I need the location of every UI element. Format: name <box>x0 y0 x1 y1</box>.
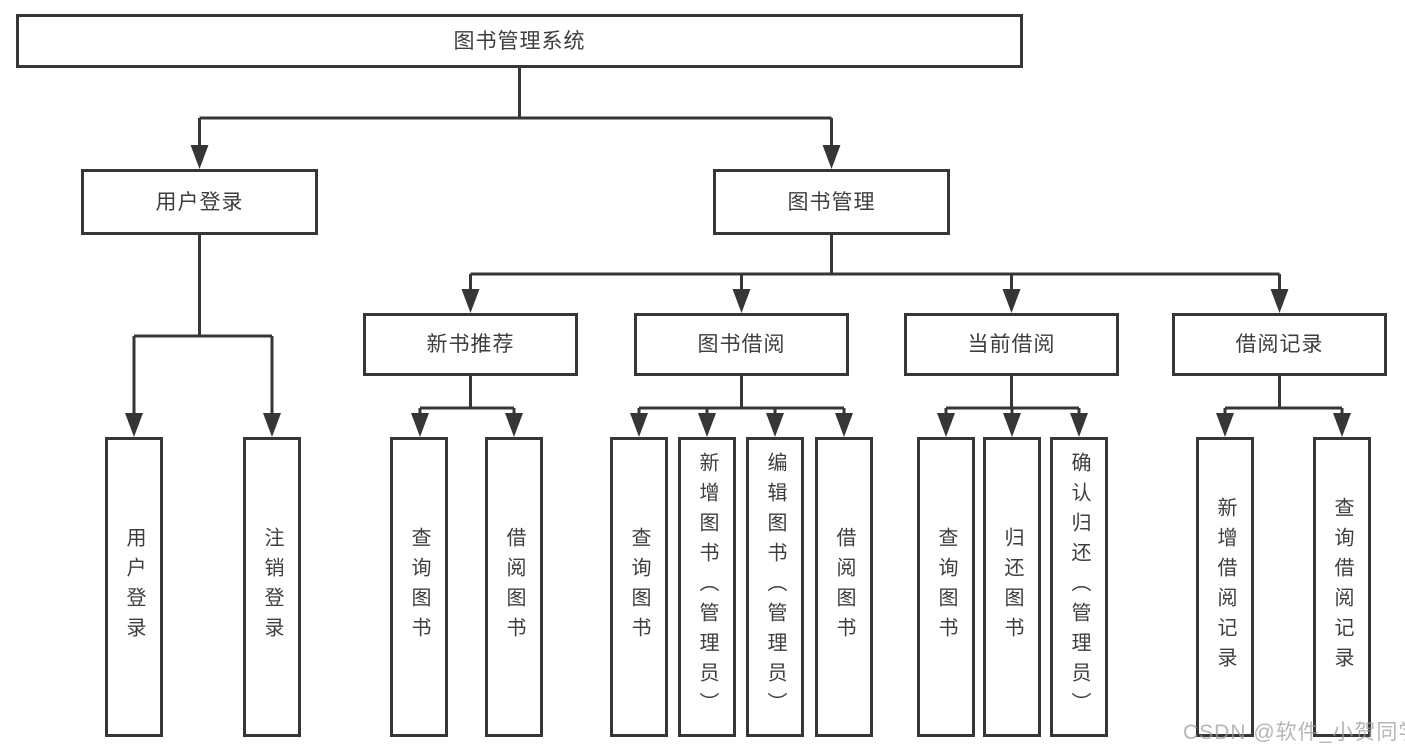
arrowhead-icon <box>263 413 281 437</box>
node-label: 新书推荐 <box>426 333 515 356</box>
node-label: 确认归还（管理员） <box>1068 452 1090 722</box>
arrowhead-icon <box>505 413 523 437</box>
node-label: 查询图书 <box>628 527 650 647</box>
connector-line <box>637 376 846 416</box>
node-label: 新增图书（管理员） <box>696 452 718 722</box>
node-label: 查询借阅记录 <box>1331 497 1353 677</box>
arrowhead-icon <box>698 413 716 437</box>
node-book-management: 图书管理 <box>713 169 950 235</box>
node-label: 当前借阅 <box>967 333 1056 356</box>
node-label: 借阅图书 <box>503 527 525 647</box>
node-leaf-logout: 注销登录 <box>243 437 301 737</box>
node-leaf-add-books-admin: 新增图书（管理员） <box>678 437 736 737</box>
arrowhead-icon <box>732 289 751 313</box>
arrowhead-icon <box>1216 413 1234 437</box>
node-new-book-recommend: 新书推荐 <box>363 313 578 376</box>
node-label: 查询图书 <box>935 527 957 647</box>
connector-line <box>469 235 1281 292</box>
node-leaf-confirm-return-admin: 确认归还（管理员） <box>1050 437 1108 737</box>
arrowhead-icon <box>630 413 648 437</box>
node-leaf-recommend-borrow-books: 借阅图书 <box>485 437 543 737</box>
arrowhead-icon <box>190 145 209 169</box>
arrowhead-icon <box>125 413 143 437</box>
arrowhead-icon <box>1002 289 1021 313</box>
node-label: 归还图书 <box>1001 527 1023 647</box>
node-leaf-borrow-books: 借阅图书 <box>815 437 873 737</box>
arrowhead-icon <box>822 145 841 169</box>
node-label: 借阅记录 <box>1235 333 1324 356</box>
node-user-login: 用户登录 <box>81 169 318 235</box>
node-label: 借阅图书 <box>833 527 855 647</box>
node-label: 图书借阅 <box>697 333 786 356</box>
node-library-system: 图书管理系统 <box>16 14 1023 68</box>
connector-line <box>418 376 516 416</box>
arrowhead-icon <box>1003 413 1021 437</box>
node-label: 用户登录 <box>123 527 145 647</box>
arrowhead-icon <box>1270 289 1289 313</box>
arrowhead-icon <box>766 413 784 437</box>
node-label: 图书管理系统 <box>453 29 586 53</box>
node-borrow-records: 借阅记录 <box>1172 313 1387 376</box>
node-leaf-recommend-query-books: 查询图书 <box>390 437 448 737</box>
arrowhead-icon <box>835 413 853 437</box>
node-label: 查询图书 <box>408 527 430 647</box>
watermark: CSDN @软件_小贺同学 <box>1183 721 1405 744</box>
arrowhead-icon <box>1070 413 1088 437</box>
node-current-borrow: 当前借阅 <box>904 313 1119 376</box>
node-label: 注销登录 <box>261 527 283 647</box>
arrowhead-icon <box>411 413 429 437</box>
connector-line <box>944 376 1081 416</box>
node-leaf-user-login: 用户登录 <box>105 437 163 737</box>
node-label: 新增借阅记录 <box>1214 497 1236 677</box>
node-leaf-borrow-query-books: 查询图书 <box>610 437 668 737</box>
connector-line <box>198 68 833 148</box>
arrowhead-icon <box>461 289 480 313</box>
connector-line <box>132 235 274 416</box>
node-label: 用户登录 <box>155 190 244 214</box>
node-leaf-current-query-books: 查询图书 <box>917 437 975 737</box>
node-book-borrow: 图书借阅 <box>634 313 849 376</box>
arrowhead-icon <box>1333 413 1351 437</box>
connector-line <box>1223 376 1344 416</box>
node-leaf-query-borrow-record: 查询借阅记录 <box>1313 437 1371 737</box>
node-label: 图书管理 <box>787 190 876 214</box>
node-leaf-return-books: 归还图书 <box>983 437 1041 737</box>
node-leaf-add-borrow-record: 新增借阅记录 <box>1196 437 1254 737</box>
node-label: 编辑图书（管理员） <box>764 452 786 722</box>
node-leaf-edit-books-admin: 编辑图书（管理员） <box>746 437 804 737</box>
arrowhead-icon <box>937 413 955 437</box>
